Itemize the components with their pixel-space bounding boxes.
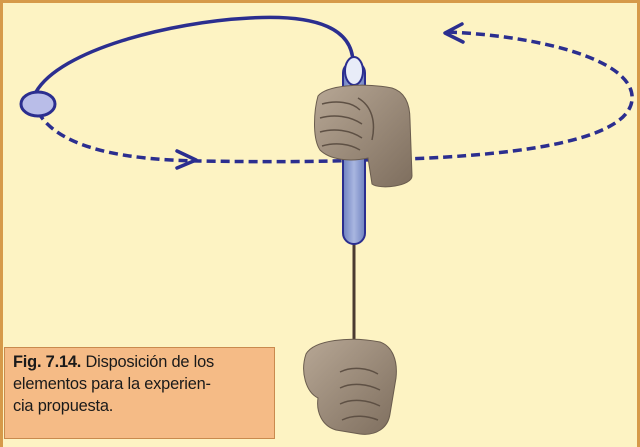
figure-number: Fig. 7.14. <box>13 353 82 371</box>
orbit-arrow-icon <box>175 149 198 170</box>
tube-mouth-icon <box>344 56 364 86</box>
orbit-arrow-icon <box>443 22 465 44</box>
caption-line-2: elementos para la experien- <box>13 375 211 393</box>
orbit-front-path <box>36 111 361 164</box>
caption-line-1: Disposición de los <box>81 353 214 371</box>
figure-caption: Fig. 7.14. Disposición de los elementos … <box>4 347 275 439</box>
lower-hand-icon <box>303 338 397 435</box>
caption-line-3: cia propuesta. <box>13 397 114 415</box>
ball-icon <box>19 90 57 118</box>
orbit-back-path <box>359 30 634 162</box>
upper-hand-icon <box>314 84 413 188</box>
string-icon <box>34 15 355 93</box>
